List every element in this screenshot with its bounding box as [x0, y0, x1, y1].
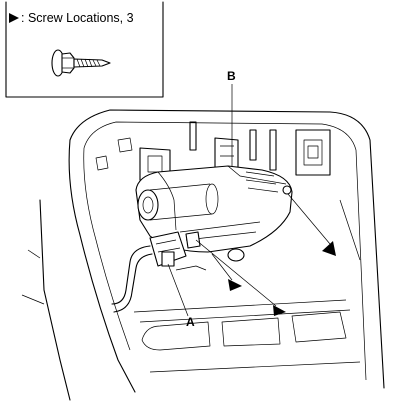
callout-a-label: A — [186, 315, 195, 329]
screw-marker-bottom — [195, 239, 286, 316]
legend-box: : Screw Locations, 3 — [5, 1, 164, 98]
callout-a: A — [167, 263, 195, 329]
legend-text: : Screw Locations, 3 — [21, 11, 134, 25]
connector-and-harness — [111, 231, 207, 313]
trim-panel — [21, 109, 385, 401]
screw-icon — [51, 49, 111, 77]
screw-marker-right — [287, 193, 336, 256]
screw-marker-center — [211, 253, 242, 291]
callout-b: B — [227, 69, 236, 166]
screw-marker-legend-icon — [9, 13, 19, 23]
screw-markers — [195, 193, 336, 316]
lower-housing — [133, 299, 361, 373]
mounting-brackets — [139, 121, 331, 183]
callout-b-label: B — [227, 69, 236, 83]
connector — [149, 231, 187, 267]
